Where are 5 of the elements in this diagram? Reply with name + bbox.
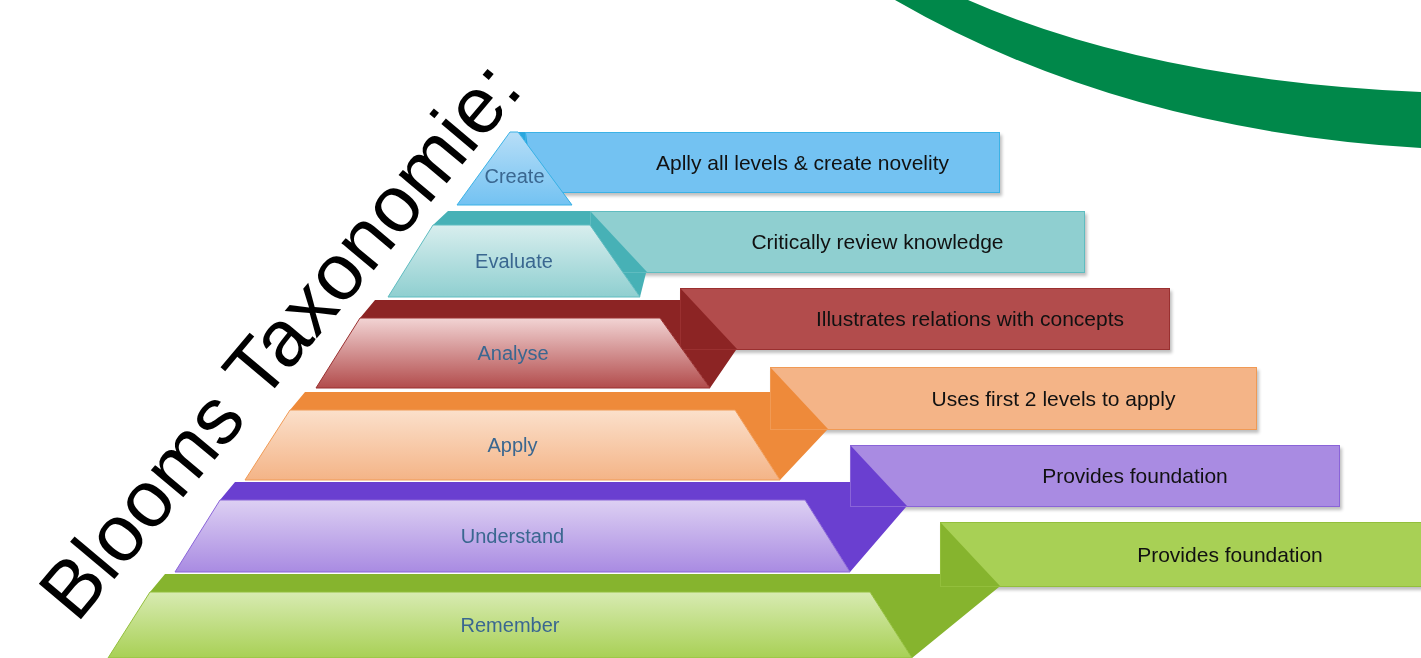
description-banner: Provides foundation xyxy=(940,522,1421,587)
description-banner: Illustrates relations with concepts xyxy=(680,288,1170,350)
description-banner: Critically review knowledge xyxy=(590,211,1085,273)
description-banner: Uses first 2 levels to apply xyxy=(770,367,1257,430)
description-banner: Provides foundation xyxy=(850,445,1340,507)
